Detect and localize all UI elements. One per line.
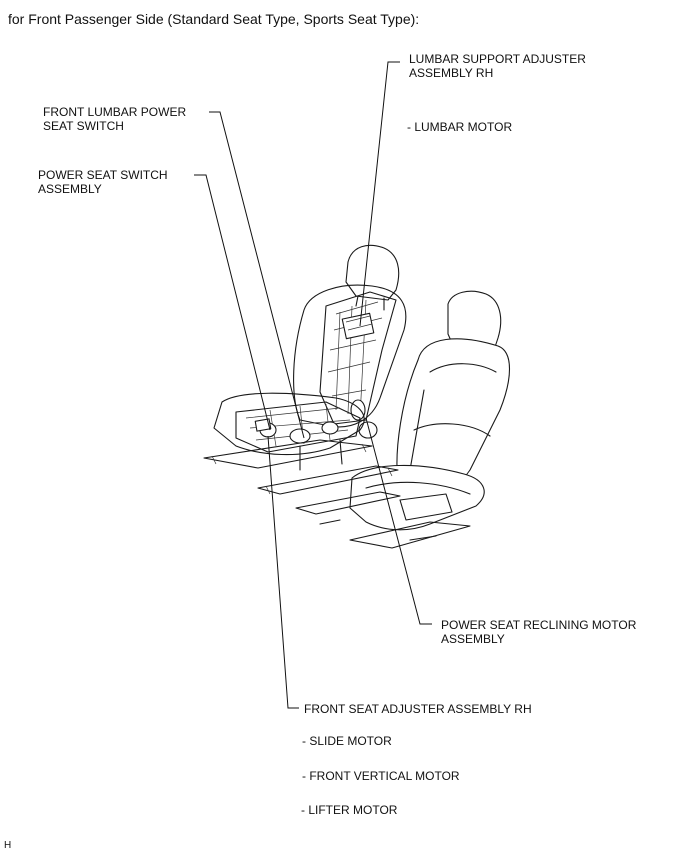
sublabel-lifter-motor: - LIFTER MOTOR — [301, 803, 398, 817]
sublabel-slide-motor: - SLIDE MOTOR — [302, 734, 392, 748]
seat-frame-drawing — [203, 244, 407, 495]
sublabel-lumbar-motor: - LUMBAR MOTOR — [407, 120, 513, 134]
leader-power-seat-switch — [194, 174, 271, 431]
label-front-lumbar-power-seat-switch: FRONT LUMBAR POWER SEAT SWITCH — [43, 105, 187, 133]
leader-front-lumbar-switch — [209, 111, 305, 439]
leader-front-seat-adjuster — [267, 435, 299, 709]
figure-caption: for Front Passenger Side (Standard Seat … — [8, 11, 420, 27]
leader-reclining-motor — [365, 417, 432, 625]
leader-lines — [194, 61, 432, 709]
leader-lumbar-support — [359, 61, 400, 327]
assembled-seat-drawing — [295, 290, 510, 549]
label-front-seat-adjuster-assembly: FRONT SEAT ADJUSTER ASSEMBLY RH — [304, 702, 532, 716]
figure-id-footer: H — [4, 840, 12, 851]
label-lumbar-support-adjuster: LUMBAR SUPPORT ADJUSTER ASSEMBLY RH — [409, 52, 586, 80]
label-power-seat-reclining-motor: POWER SEAT RECLINING MOTOR ASSEMBLY — [441, 618, 637, 646]
label-power-seat-switch-assembly: POWER SEAT SWITCH ASSEMBLY — [38, 168, 168, 196]
sublabel-front-vertical-motor: - FRONT VERTICAL MOTOR — [302, 769, 460, 783]
